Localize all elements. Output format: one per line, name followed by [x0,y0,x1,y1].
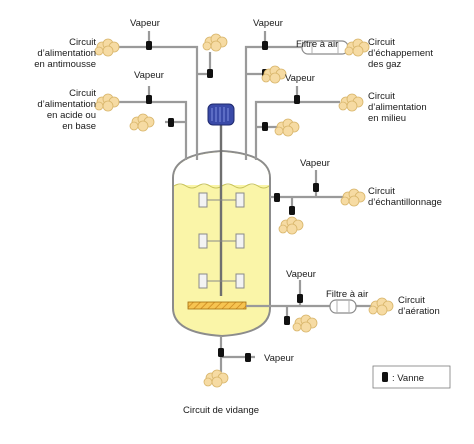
valve [262,41,268,50]
vidange-label: Circuit de vidange [183,405,259,416]
sparger [187,301,247,310]
acide-base-line4: en base [62,121,96,132]
valve [294,95,300,104]
impeller-blade [198,192,208,208]
impeller-blade [235,233,245,249]
valve [218,348,224,357]
steam-cloud [94,38,120,57]
pipes [118,31,380,372]
antimousse-line1: Circuit [69,37,96,48]
antimousse-line2: d’alimentation [37,48,96,59]
vapeur-label: Vapeur [134,70,164,81]
steam-cloud [129,113,155,132]
vapeur-label: Vapeur [253,18,283,29]
steam-cloud [340,188,366,207]
milieu-line1: Circuit [368,91,395,102]
steam-cloud [274,118,300,137]
echantillonnage-line2: d’échantillonnage [368,197,442,208]
steam-cloud [344,38,370,57]
steam-cloud [203,369,229,388]
air-filter-aeration [329,299,357,314]
filtre-air-label: Filtre à air [296,39,338,50]
filtre-air-label: Filtre à air [326,289,368,300]
valve [274,193,280,202]
steam-cloud [292,314,318,333]
echappement-line2: d’échappement [368,48,433,59]
valve [168,118,174,127]
steam-cloud [368,297,394,316]
aeration-line2: d’aération [398,306,440,317]
acide-base-line2: d’alimentation [37,99,96,110]
valve [245,353,251,362]
legend-box [372,365,451,389]
impeller-blade [235,192,245,208]
milieu-line3: en milieu [368,113,406,124]
labels: Vapeur Vapeur Vapeur Vapeur Vapeur Vapeu… [34,18,442,416]
echantillonnage-line1: Circuit [368,186,395,197]
valve [146,41,152,50]
echappement-line1: Circuit [368,37,395,48]
legend-label: : Vanne [392,373,424,384]
steam-cloud [338,93,364,112]
vapeur-label: Vapeur [130,18,160,29]
valve [297,294,303,303]
vapeur-label: Vapeur [300,158,330,169]
antimousse-line3: en antimousse [34,59,96,70]
impeller-blade [235,273,245,289]
valve [289,206,295,215]
vapeur-label: Vapeur [264,353,294,364]
valve [313,183,319,192]
valve [262,122,268,131]
acide-base-line1: Circuit [69,88,96,99]
steam-cloud [94,93,120,112]
aeration-line1: Circuit [398,295,425,306]
steam-cloud [261,65,287,84]
milieu-line2: d’alimentation [368,102,427,113]
valve [284,316,290,325]
vapeur-label: Vapeur [286,269,316,280]
valve [207,69,213,78]
impellers [198,192,245,289]
steam-cloud [278,216,304,235]
motor [207,103,235,126]
valve [146,95,152,104]
echappement-line3: des gaz [368,59,402,70]
acide-base-line3: en acide ou [47,110,96,121]
legend: : Vanne [372,365,451,389]
steam-cloud [202,33,228,52]
vapeur-label: Vapeur [285,73,315,84]
legend-valve-icon [382,372,388,382]
impeller-blade [198,273,208,289]
impeller-blade [198,233,208,249]
